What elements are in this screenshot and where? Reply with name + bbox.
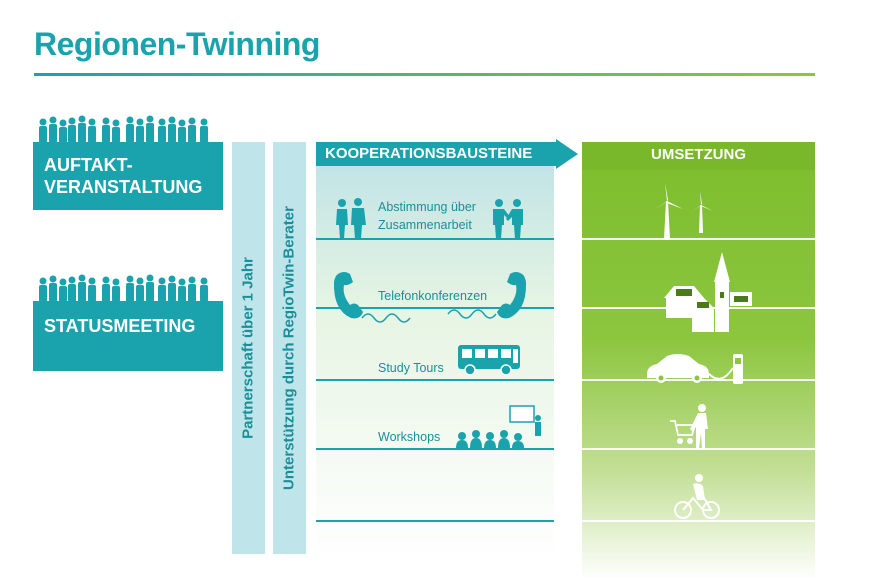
telephone-icon	[333, 272, 527, 323]
people-shaking-hands-icon	[493, 199, 523, 239]
auftakt-veranstaltung-box: AUFTAKT- VERANSTALTUNG	[33, 142, 223, 210]
umsetzung-panel	[582, 142, 815, 580]
kooperation-divider	[316, 307, 554, 309]
kooperation-divider	[316, 520, 554, 522]
crowd-icon	[39, 115, 208, 143]
presentation-audience-icon	[456, 405, 541, 448]
crowd-icon	[39, 274, 208, 302]
auftakt-label-line2: VERANSTALTUNG	[44, 177, 203, 197]
kooperation-header: KOOPERATIONSBAUSTEINE	[325, 145, 533, 162]
electric-car-icon	[647, 354, 743, 384]
unterstuetzung-bar: Unterstützung durch RegioTwin-Berater	[273, 142, 306, 554]
umsetzung-header: UMSETZUNG	[651, 146, 746, 163]
title-underline	[34, 73, 815, 76]
auftakt-label-line1: AUFTAKT-	[44, 155, 133, 175]
solar-houses-icon	[664, 252, 752, 332]
unterstuetzung-label: Unterstützung durch RegioTwin-Berater	[280, 206, 298, 490]
people-talking-icon	[336, 198, 366, 239]
kooperation-item-workshops: Workshops	[378, 430, 441, 444]
bus-icon	[458, 345, 520, 376]
statusmeeting-label: STATUSMEETING	[44, 316, 196, 336]
kooperation-divider	[316, 448, 554, 450]
wind-turbine-icon	[653, 183, 713, 239]
kooperation-item-telefonkonferenzen: Telefonkonferenzen	[378, 289, 488, 303]
statusmeeting-box: STATUSMEETING	[33, 301, 223, 371]
shopping-person-icon	[670, 404, 708, 449]
partnerschaft-label: Partnerschaft über 1 Jahr	[239, 257, 257, 439]
partnerschaft-bar: Partnerschaft über 1 Jahr	[232, 142, 265, 554]
kooperation-item-abstimmung: Abstimmung über Zusammenarbeit	[378, 200, 476, 232]
cyclist-icon	[674, 474, 720, 519]
kooperation-divider	[316, 238, 554, 240]
kooperation-item-study-tours: Study Tours	[378, 361, 444, 375]
kooperation-header-arrow	[316, 139, 578, 169]
umsetzung-divider	[582, 448, 815, 450]
umsetzung-header-bar	[582, 142, 815, 170]
umsetzung-divider	[582, 520, 815, 522]
kooperation-divider	[316, 379, 554, 381]
umsetzung-divider	[582, 238, 815, 240]
page-title: Regionen-Twinning	[34, 26, 320, 62]
